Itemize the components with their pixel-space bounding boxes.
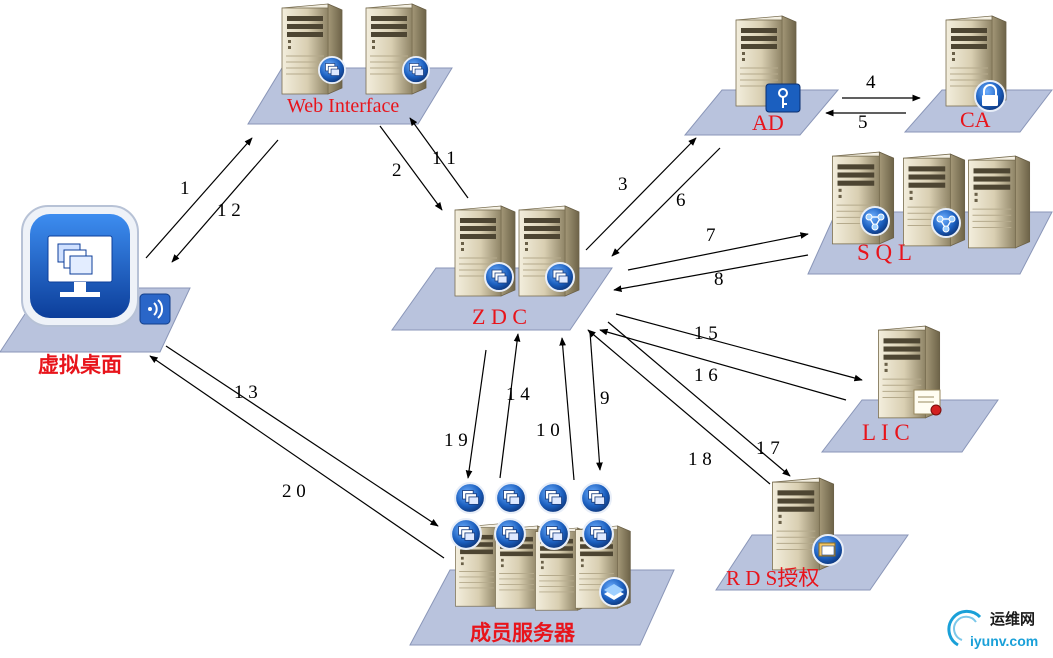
arrow-9 — [589, 331, 603, 471]
desktop-window-icon — [454, 482, 486, 515]
step-label-1: 1 — [180, 178, 190, 199]
step-label-15: 1 5 — [694, 323, 718, 344]
desktop-window-icon — [317, 56, 347, 84]
label-lic: L I C — [862, 420, 910, 445]
arrow-14 — [499, 333, 521, 479]
watermark-cn: 运维网 — [990, 610, 1035, 628]
arrow-1 — [145, 137, 253, 259]
step-label-2: 2 — [392, 160, 402, 181]
network-icon — [931, 208, 961, 238]
step-label-14: 1 4 — [506, 384, 530, 405]
arrow-2 — [379, 125, 443, 211]
label-rds: R D S授权 — [726, 566, 819, 590]
desktop-window-icon — [494, 517, 527, 551]
arrow-15 — [615, 313, 863, 382]
step-label-20: 2 0 — [282, 481, 306, 502]
layers-icon — [599, 577, 629, 607]
arrow-20 — [165, 345, 439, 527]
desktop-window-icon — [401, 56, 431, 84]
step-label-9: 9 — [600, 388, 610, 409]
watermark-en: iyunv.com — [970, 633, 1038, 649]
platform-ca — [903, 89, 1053, 133]
wireless-icon — [139, 293, 171, 325]
arrow-7 — [627, 232, 809, 271]
lic-server — [877, 325, 942, 419]
desktop-window-icon — [536, 482, 570, 515]
label-ad: AD — [752, 110, 784, 135]
arrow-8 — [613, 254, 809, 292]
arrow-19 — [465, 349, 487, 479]
arrow-6 — [611, 147, 721, 257]
arrow-10 — [559, 337, 575, 481]
step-label-17: 1 7 — [756, 438, 780, 459]
step-label-10: 1 0 — [536, 420, 560, 441]
step-label-12: 1 2 — [217, 200, 241, 221]
key-icon — [765, 83, 801, 113]
arrow-17 — [607, 321, 791, 477]
step-label-3: 3 — [618, 174, 628, 195]
lock-icon — [974, 80, 1006, 112]
platform-lic — [820, 399, 999, 453]
desktop-window-icon — [581, 517, 615, 551]
license-folder-icon — [812, 534, 844, 566]
desktop-window-icon — [579, 482, 613, 515]
arrows — [145, 94, 921, 559]
ad-server — [735, 15, 801, 113]
desktop-window-icon — [484, 262, 514, 292]
desktop-window-icon — [495, 482, 528, 515]
label-sql: S Q L — [857, 240, 912, 265]
ca-server — [945, 15, 1007, 112]
step-label-11: 1 1 — [432, 148, 456, 169]
label-zdc: Z D C — [472, 304, 527, 329]
rds-server — [771, 477, 844, 571]
network-icon — [860, 206, 890, 236]
certificate-icon — [913, 389, 942, 416]
arrow-18 — [587, 329, 771, 485]
label-member-servers: 成员服务器 — [470, 621, 576, 645]
step-label-16: 1 6 — [694, 365, 718, 386]
virtual-desktop-monitor-icon — [21, 205, 139, 327]
step-label-8: 8 — [714, 269, 724, 290]
step-label-4: 4 — [866, 72, 876, 93]
arrow-16 — [599, 328, 847, 401]
step-label-13: 1 3 — [234, 382, 258, 403]
step-label-6: 6 — [676, 190, 686, 211]
arrow-3 — [585, 137, 697, 251]
step-label-5: 5 — [858, 112, 868, 133]
step-label-19: 1 9 — [444, 430, 468, 451]
label-ca: CA — [960, 107, 991, 132]
sql-servers — [831, 151, 1031, 249]
arrow-11 — [409, 117, 469, 199]
step-label-18: 1 8 — [688, 449, 712, 470]
node-labels: Web Interface AD CA S Q L Z D C L I C R … — [38, 95, 991, 645]
label-web-interface: Web Interface — [287, 95, 399, 117]
desktop-window-icon — [545, 262, 575, 292]
member-servers — [450, 482, 631, 611]
step-label-7: 7 — [706, 225, 716, 246]
step-labels: 1 1 2 2 1 1 3 6 4 5 7 8 1 5 1 6 1 7 1 8 … — [180, 72, 876, 502]
label-virtual-desktop: 虚拟桌面 — [38, 353, 122, 377]
arrow-12 — [171, 139, 279, 263]
desktop-window-icon — [537, 517, 571, 551]
arrow-13 — [149, 355, 445, 559]
desktop-window-icon — [450, 517, 482, 551]
watermark-logo: 运维网 iyunv.com — [947, 609, 1038, 649]
